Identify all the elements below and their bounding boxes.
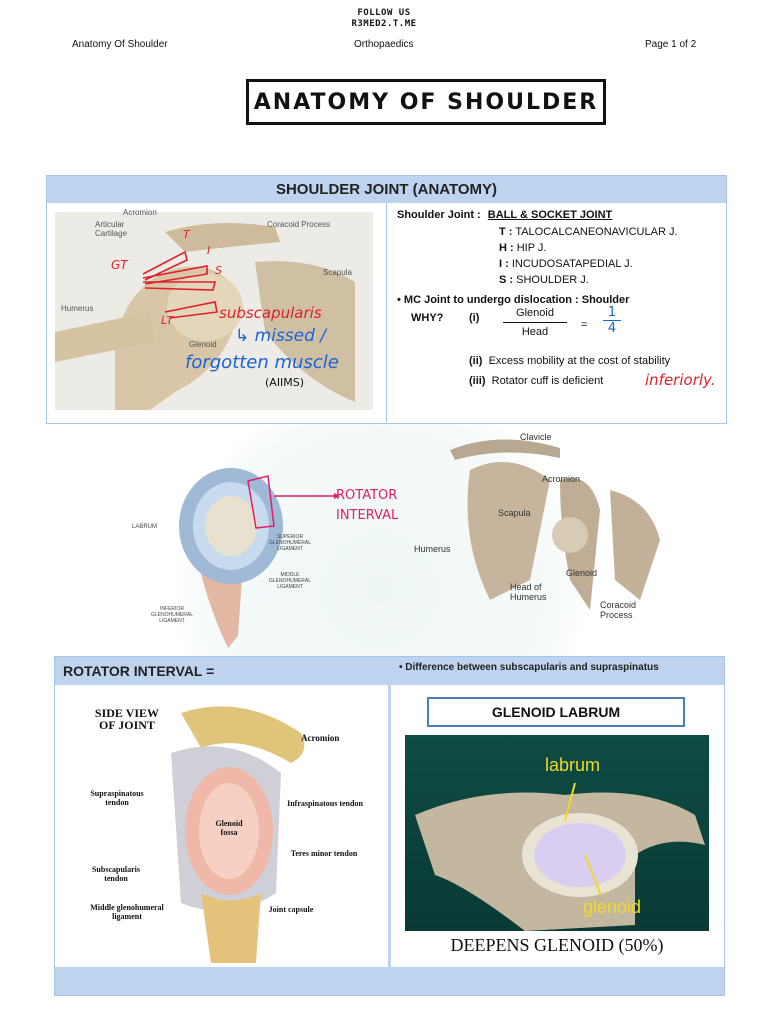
shoulder-joint-heading: SHOULDER JOINT (ANATOMY) xyxy=(47,176,726,203)
rotator-interval-card: ROTATOR INTERVAL = • Difference between … xyxy=(54,656,725,996)
glenoid-labrum-illustration xyxy=(415,782,705,931)
label-labrum-photo: labrum xyxy=(545,755,601,775)
label-labrum: LABRUM xyxy=(132,524,158,530)
side-view-title: SIDE VIEW OF JOINT xyxy=(94,706,160,732)
label-scapula-2: Scapula xyxy=(498,508,531,518)
reason-1-index: (i) xyxy=(469,312,480,324)
annotation-i: I xyxy=(207,244,211,257)
joint-type-line: Shoulder Joint : BALL & SOCKET JOINT xyxy=(397,209,719,221)
reason-3: (iii) Rotator cuff is deficient xyxy=(469,375,604,387)
label-head-of-humerus: Head of Humerus xyxy=(510,582,547,602)
column-divider xyxy=(386,203,387,422)
channel-link[interactable]: R3MED2.T.ME xyxy=(351,19,417,29)
label-middle-gh-ligament: Middle glenohumeral ligament xyxy=(90,903,164,921)
label-supraspinatus: Supraspinatous tendon xyxy=(90,789,144,807)
label-clavicle: Clavicle xyxy=(520,432,552,442)
annotation-forgotten-muscle: forgotten muscle xyxy=(185,352,339,373)
annotation-lt: LT xyxy=(161,314,174,327)
shoulder-joint-notes: Shoulder Joint : BALL & SOCKET JOINT T :… xyxy=(397,209,719,389)
section2-footer-bar xyxy=(55,967,724,995)
joint-type-value: BALL & SOCKET JOINT xyxy=(487,209,613,221)
annotation-aiims: (AIIMS) xyxy=(265,376,305,389)
label-glenoid-fossa: Glenoid fossa xyxy=(215,819,243,837)
section-divider xyxy=(388,657,391,995)
header-subject: Orthopaedics xyxy=(354,39,414,50)
label-middle-gh: MIDDLE GLENOHUMERAL LIGAMENT xyxy=(269,572,311,590)
ratio-denominator: Head xyxy=(521,326,549,338)
side-view-illustration xyxy=(171,706,305,963)
label-acromion-3: Acromion xyxy=(301,733,340,743)
why-label: WHY? xyxy=(411,312,444,324)
scapula-illustration xyxy=(450,439,660,610)
label-subscapularis-tendon: Subscapularis tendon xyxy=(91,865,141,883)
label-humerus-2: Humerus xyxy=(414,544,451,554)
label-coracoid: Coracoid Process xyxy=(267,220,331,229)
label-superior-gh: SUPERIOR GLENOHUMERAL LIGAMENT xyxy=(269,534,311,552)
reason-2: (ii) Excess mobility at the cost of stab… xyxy=(469,355,671,367)
label-teres-minor: Teres minor tendon xyxy=(290,849,358,858)
deepens-glenoid-caption: DEEPENS GLENOID (50%) xyxy=(450,935,664,955)
shoulder-joint-card: SHOULDER JOINT (ANATOMY) Acromion Articu… xyxy=(46,175,727,424)
annotation-subscapularis: subscapularis xyxy=(219,304,322,322)
rotator-interval-definition-text: Difference between subscapularis and sup… xyxy=(405,662,659,673)
joint-type-label: Shoulder Joint : xyxy=(397,209,481,221)
annotation-s: S xyxy=(215,264,222,277)
header-doc-title: Anatomy Of Shoulder xyxy=(72,39,168,50)
rotator-interval-heading: ROTATOR INTERVAL = xyxy=(55,657,388,685)
follow-us-banner: FOLLOW US R3MED2.T.ME xyxy=(0,8,768,30)
mc-joint-text: MC Joint to undergo dislocation : Should… xyxy=(403,294,630,306)
annotation-t: T xyxy=(183,228,190,241)
ratio-numerator: Glenoid xyxy=(503,307,567,323)
glenoid-labrum-photo: labrum glenoid xyxy=(405,735,709,931)
label-acromion-2: Acromion xyxy=(542,474,581,484)
label-inferior-gh: INFERIOR GLENOHUMERAL LIGAMENT xyxy=(151,606,193,624)
label-infraspinatus: Infraspinatous tendon xyxy=(287,799,363,808)
mnemonic-item-i: I : INCUDOSATAPEDIAL J. xyxy=(499,258,633,270)
ratio-value-numerator: 1 xyxy=(603,305,621,321)
annotation-interval-text: INTERVAL xyxy=(336,508,399,523)
annotation-gt: GT xyxy=(111,258,128,272)
label-glenoid-2: Glenoid xyxy=(566,568,598,578)
glenoid-ligament-figure: LABRUM SUPERIOR GLENOHUMERAL LIGAMENT MI… xyxy=(128,436,428,648)
mnemonic-item-s: S : SHOULDER J. xyxy=(499,274,589,286)
label-humerus: Humerus xyxy=(61,304,94,313)
annotation-rotator-text: ROTATOR xyxy=(336,488,398,503)
mnemonic-item-t: T : TALOCALCANEONAVICULAR J. xyxy=(499,226,678,238)
annotation-inferiorly: inferiorly. xyxy=(645,371,716,389)
page-title-text: ANATOMY OF SHOULDER xyxy=(253,89,599,115)
ratio-equals: = xyxy=(581,319,588,331)
thiss-mnemonic-list: T : TALOCALCANEONAVICULAR J. H : HIP J. … xyxy=(499,224,719,288)
glenoid-labrum-title: GLENOID LABRUM xyxy=(427,697,685,727)
header-page-number: Page 1 of 2 xyxy=(645,39,697,50)
follow-us-text: FOLLOW US xyxy=(357,8,411,18)
label-scapula: Scapula xyxy=(323,268,352,277)
scapula-figure: Clavicle Acromion Scapula Humerus Glenoi… xyxy=(410,430,680,630)
label-acromion: Acromion xyxy=(123,208,157,217)
mc-joint-line: • MC Joint to undergo dislocation : Shou… xyxy=(397,294,630,306)
label-joint-capsule: Joint capsule xyxy=(268,905,314,914)
mnemonic-item-h: H : HIP J. xyxy=(499,242,547,254)
rotator-cuff-ink-annotation xyxy=(142,250,218,319)
label-coracoid-2: Coracoid Process xyxy=(600,600,637,620)
annotation-rotator-interval: ROTATOR INTERVAL xyxy=(336,486,398,526)
label-glenoid-photo: glenoid xyxy=(583,897,642,917)
side-view-figure: SIDE VIEW OF JOINT Acromion Supraspinato… xyxy=(61,693,383,965)
ratio-value-denominator: 4 xyxy=(607,321,617,336)
annotation-missed: ↳ missed / xyxy=(235,326,327,346)
rotator-interval-definition: • Difference between subscapularis and s… xyxy=(391,657,724,685)
glenoid-ligament-illustration xyxy=(179,468,340,648)
shoulder-bone-figure: Acromion Articular Cartilage Coracoid Pr… xyxy=(55,208,373,410)
page-title: ANATOMY OF SHOULDER xyxy=(246,79,606,125)
label-glenoid: Glenoid xyxy=(189,340,217,349)
shoulder-bone-illustration xyxy=(55,223,355,410)
ratio-value: 1 4 xyxy=(603,305,621,336)
annotation-missed-text: missed / xyxy=(254,326,327,346)
label-articular-cartilage: Articular Cartilage xyxy=(95,220,128,238)
ratio-fraction: Glenoid Head xyxy=(503,307,567,338)
